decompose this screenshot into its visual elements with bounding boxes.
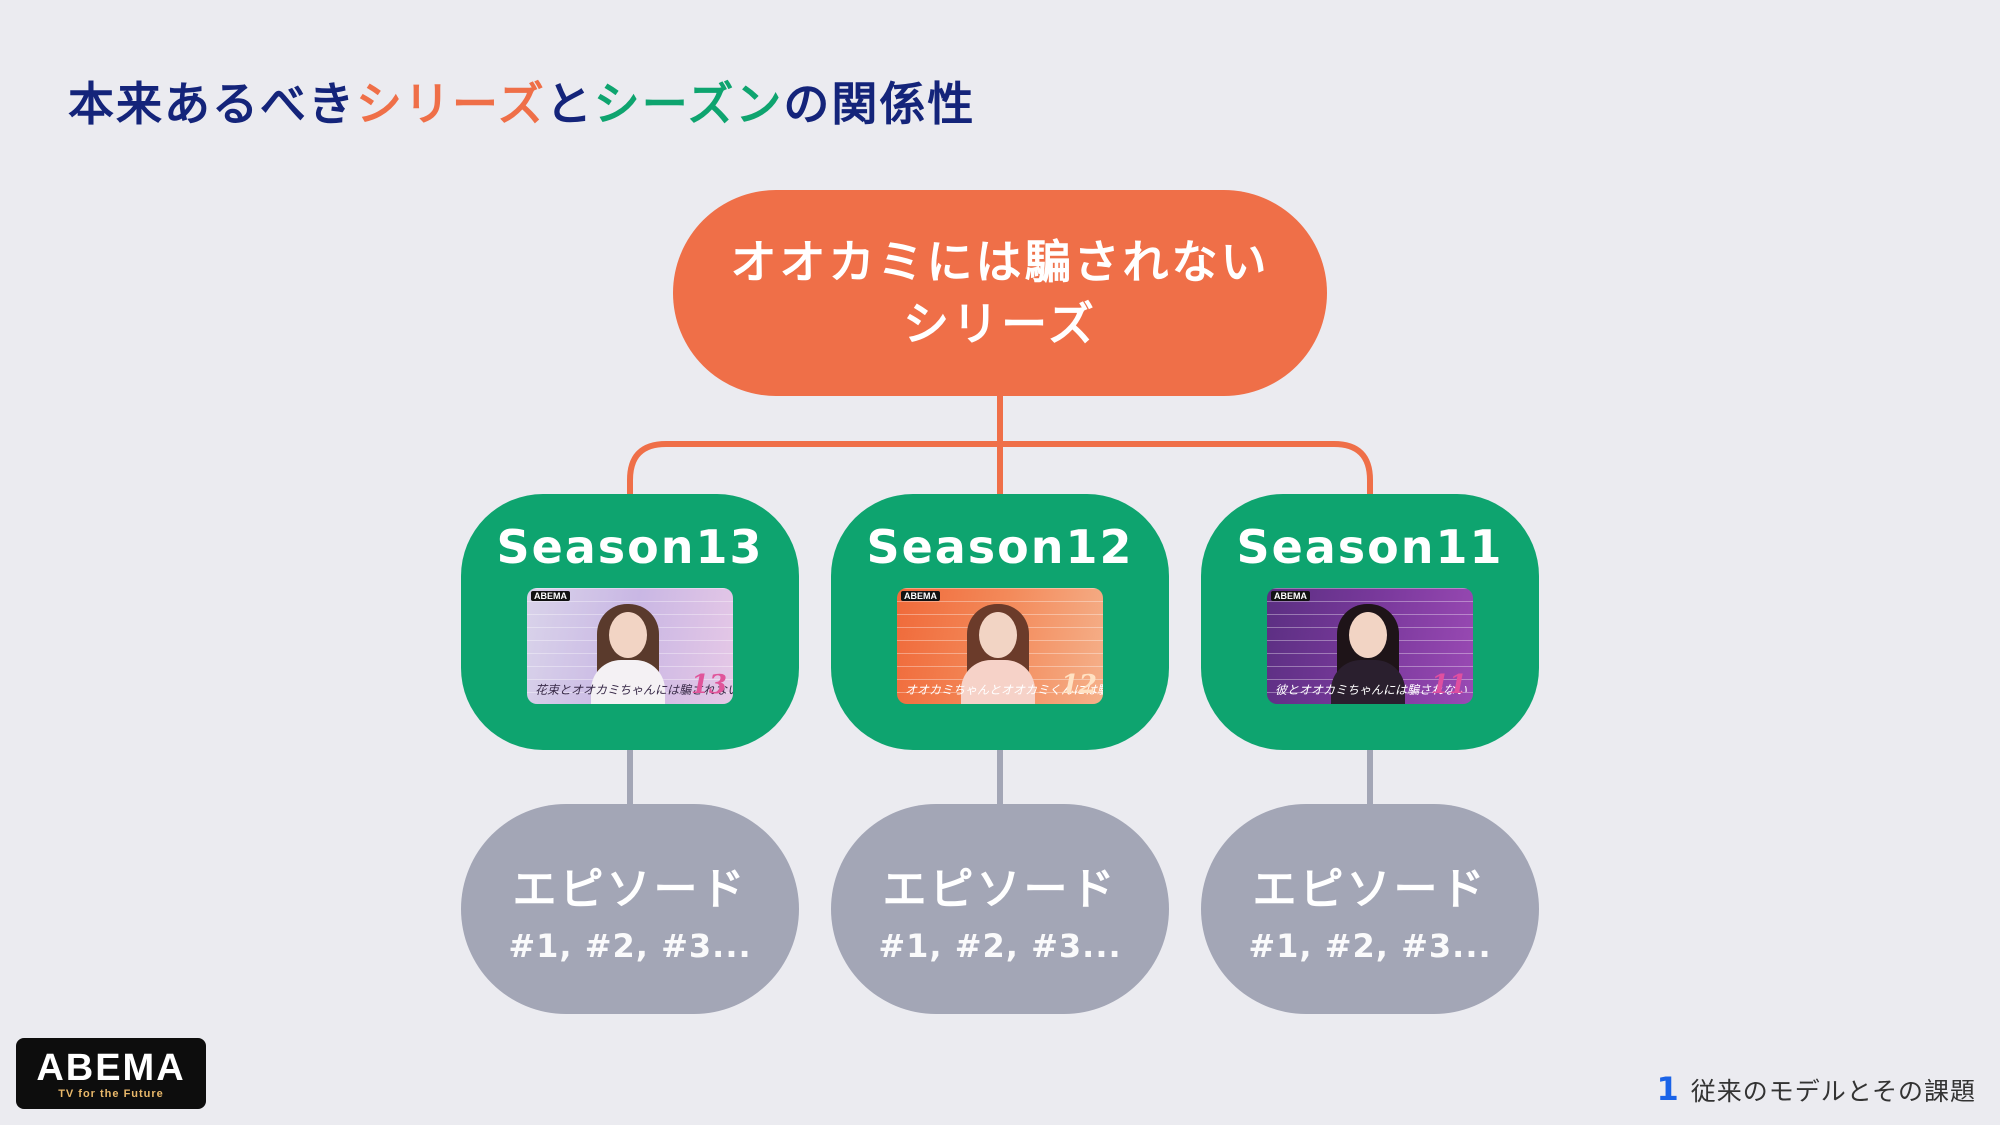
episode-label: エピソード: [882, 864, 1118, 915]
logo-wordmark: ABEMA: [36, 1046, 186, 1089]
slide-title: 本来あるべきシリーズとシーズンの関係性: [68, 68, 975, 134]
chapter-footer: 1 従来のモデルとその課題: [1656, 1070, 1976, 1108]
title-part-2: と: [545, 77, 594, 131]
season-label: Season12: [866, 520, 1134, 574]
season-node-11: Season11 ABEMA 彼とオオカミちゃんには騙されない 11: [1201, 494, 1539, 750]
thumbnail-season-number: 12: [1060, 670, 1097, 700]
abema-badge: ABEMA: [901, 591, 940, 601]
title-series-word: シリーズ: [356, 77, 546, 131]
season-thumbnail: ABEMA オオカミちゃんとオオカミくんには騙されない 12: [897, 588, 1103, 704]
series-name: オオカミには騙されない: [730, 235, 1270, 289]
title-part-1: 本来あるべき: [68, 77, 356, 131]
season-node-13: Season13 ABEMA 花束とオオカミちゃんには騙されない 13: [461, 494, 799, 750]
season-label: Season13: [496, 520, 764, 574]
thumbnail-season-number: 13: [690, 670, 727, 700]
episode-node-season13: エピソード #1, #2, #3...: [461, 804, 799, 1014]
episode-node-season12: エピソード #1, #2, #3...: [831, 804, 1169, 1014]
abema-logo: ABEMA TV for the Future: [16, 1038, 206, 1109]
season-node-12: Season12 ABEMA オオカミちゃんとオオカミくんには騙されない 12: [831, 494, 1169, 750]
thumbnail-title: 彼とオオカミちゃんには騙されない: [1275, 683, 1468, 697]
season-label: Season11: [1236, 520, 1504, 574]
chapter-title: 従来のモデルとその課題: [1690, 1077, 1976, 1106]
abema-badge: ABEMA: [1271, 591, 1310, 601]
episode-label: エピソード: [1252, 864, 1488, 915]
series-node: オオカミには騙されない シリーズ: [673, 190, 1327, 396]
title-part-3: の関係性: [783, 77, 976, 131]
series-suffix: シリーズ: [903, 297, 1097, 351]
thumbnail-season-number: 11: [1430, 670, 1467, 700]
episode-label: エピソード: [512, 864, 748, 915]
episode-range: #1, #2, #3...: [508, 927, 752, 965]
cast-portrait: [585, 602, 671, 704]
episode-range: #1, #2, #3...: [1248, 927, 1492, 965]
thumbnail-title: 花束とオオカミちゃんには騙されない: [535, 683, 733, 697]
episode-range: #1, #2, #3...: [878, 927, 1122, 965]
logo-tagline: TV for the Future: [58, 1087, 164, 1100]
episode-node-season11: エピソード #1, #2, #3...: [1201, 804, 1539, 1014]
abema-badge: ABEMA: [531, 591, 570, 601]
title-season-word: シーズン: [593, 77, 784, 131]
thumbnail-title: オオカミちゃんとオオカミくんには騙されない: [905, 683, 1103, 697]
season-thumbnail: ABEMA 彼とオオカミちゃんには騙されない 11: [1267, 588, 1473, 704]
cast-portrait: [1325, 602, 1411, 704]
chapter-number: 1: [1656, 1070, 1679, 1108]
season-thumbnail: ABEMA 花束とオオカミちゃんには騙されない 13: [527, 588, 733, 704]
cast-portrait: [955, 602, 1041, 704]
